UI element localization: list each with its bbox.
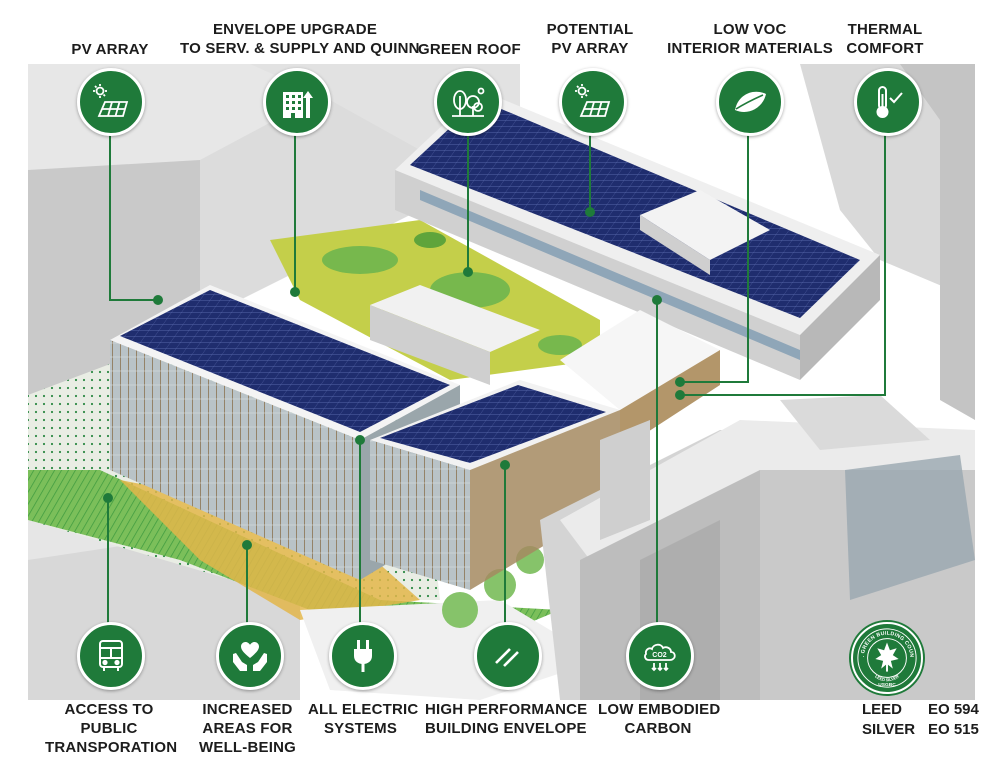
co2-text: CO2 bbox=[652, 652, 667, 659]
label-envelope-upgrade: ENVELOPE UPGRADE TO SERV. & SUPPLY AND Q… bbox=[180, 21, 420, 57]
label-pv-array: PV ARRAY bbox=[71, 41, 149, 58]
label-building-envelope: HIGH PERFORMANCE BUILDING ENVELOPE bbox=[425, 701, 588, 737]
main-building bbox=[110, 285, 720, 590]
leaf-icon bbox=[716, 68, 784, 136]
usgbc-leed-seal-icon: U.S. GREEN BUILDING COUNCIL LEED SILVER … bbox=[851, 622, 923, 694]
thermometer-check-icon bbox=[854, 68, 922, 136]
label-low-voc: LOW VOC INTERIOR MATERIALS bbox=[667, 21, 833, 57]
link-building bbox=[370, 285, 540, 385]
leed-rating-label: LEED SILVER bbox=[862, 701, 916, 738]
label-green-roof: GREEN ROOF bbox=[418, 41, 521, 58]
electric-plug-icon bbox=[329, 622, 397, 690]
seal-rating: LEED SILVER bbox=[874, 674, 900, 683]
label-potential-pv-array: POTENTIAL PV ARRAY bbox=[546, 21, 634, 57]
solar-panel-icon-potential bbox=[559, 68, 627, 136]
bus-icon bbox=[77, 622, 145, 690]
svg-text:LEED SILVER: LEED SILVER bbox=[874, 674, 900, 683]
label-public-transportation: ACCESS TO PUBLIC TRANSPORATION bbox=[45, 701, 178, 756]
hands-heart-icon bbox=[216, 622, 284, 690]
solar-panel-icon bbox=[77, 68, 145, 136]
eo-numbers: EO 594 EO 515 bbox=[928, 701, 979, 738]
label-well-being: INCREASED AREAS FOR WELL-BEING bbox=[199, 701, 296, 756]
label-thermal-comfort: THERMAL COMFORT bbox=[846, 21, 924, 57]
label-embodied-carbon: LOW EMBODIED CARBON bbox=[598, 701, 721, 737]
seal-text-bottom: USGBC bbox=[878, 682, 896, 688]
trees-icon bbox=[434, 68, 502, 136]
envelope-lines-icon bbox=[474, 622, 542, 690]
co2-cloud-icon: CO2 bbox=[626, 622, 694, 690]
leader-lines bbox=[103, 120, 886, 625]
label-all-electric: ALL ELECTRIC SYSTEMS bbox=[308, 701, 419, 737]
building-upgrade-icon bbox=[263, 68, 331, 136]
